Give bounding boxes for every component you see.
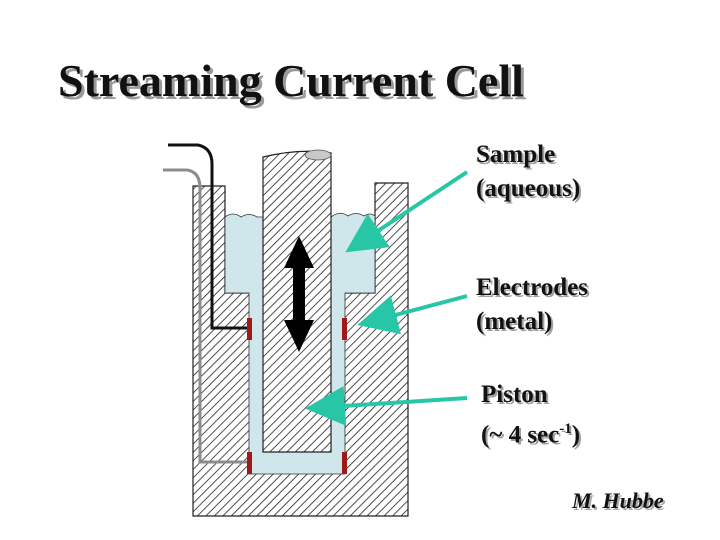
electrodes-label-line1: Electrodes bbox=[476, 274, 589, 301]
sample-label-line1: Sample bbox=[476, 141, 556, 168]
piston-rate-suffix: ) bbox=[571, 421, 581, 449]
piston-label: Piston (~ 4 sec-1) bbox=[481, 378, 580, 452]
sample-label: Sample (aqueous) bbox=[476, 138, 580, 206]
slide-title: Streaming Current Cell bbox=[58, 55, 524, 106]
wire-gray bbox=[163, 168, 247, 464]
electrode-pointer-arrow bbox=[357, 294, 468, 335]
electrodes-label-line2: (metal) bbox=[476, 308, 553, 335]
electrode-upper-left bbox=[247, 318, 252, 340]
sample-label-line2: (aqueous) bbox=[476, 175, 581, 202]
electrode-lower-right bbox=[342, 452, 347, 474]
piston-label-line2: (~ 4 sec-1) bbox=[481, 412, 580, 452]
author-credit: M. Hubbe bbox=[572, 488, 664, 513]
electrodes-label: Electrodes (metal) bbox=[476, 271, 588, 339]
sample-pointer-arrow bbox=[345, 170, 469, 253]
piston-label-line1: Piston bbox=[481, 381, 548, 408]
piston-pointer-arrow bbox=[305, 385, 468, 426]
electrode-upper-right bbox=[342, 318, 347, 340]
electrode-lower-left bbox=[247, 452, 252, 474]
piston-rate-prefix: (~ 4 sec bbox=[481, 421, 560, 449]
piston-rate-exponent: -1 bbox=[559, 421, 572, 437]
double-headed-arrow-icon bbox=[284, 236, 314, 352]
wire-black bbox=[168, 143, 247, 330]
piston-top-cap bbox=[304, 149, 332, 161]
